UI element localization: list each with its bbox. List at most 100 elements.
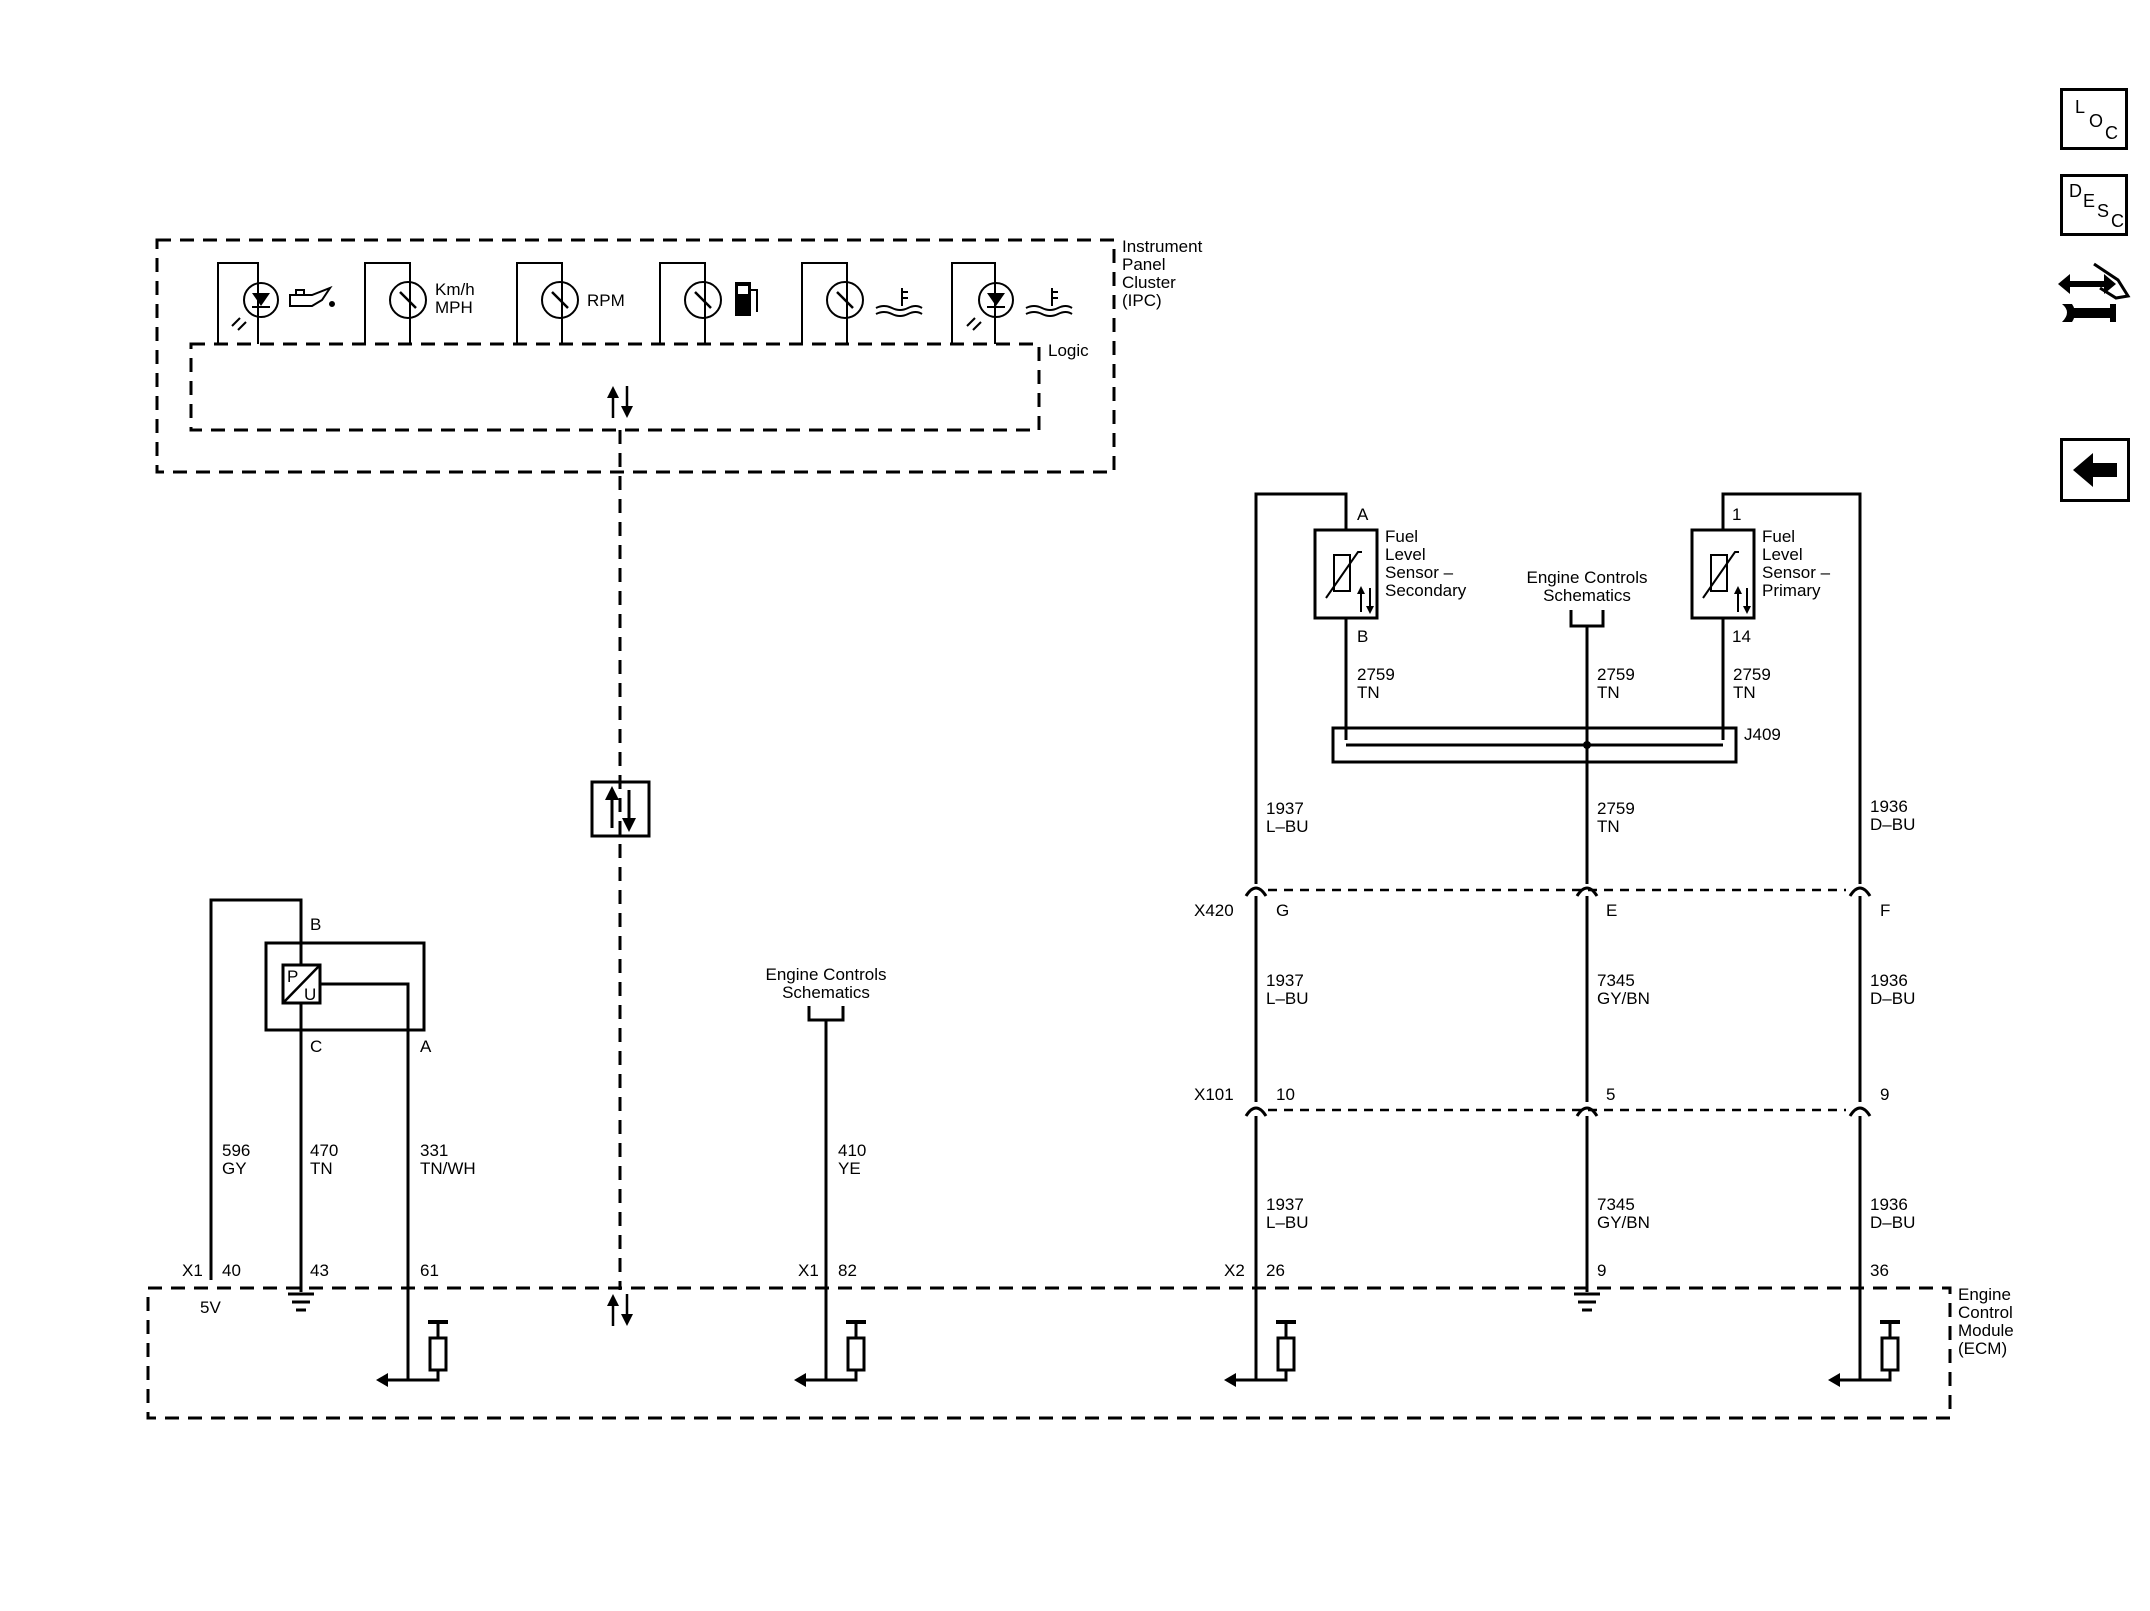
fuel-primary-label-3: Sensor – — [1762, 563, 1831, 582]
loc-letter-o: O — [2089, 111, 2104, 131]
wire-1937c-num: 1937 — [1266, 1195, 1304, 1214]
location-button[interactable]: L O C — [2060, 88, 2128, 150]
ecm-x2-connector: X2 — [1224, 1261, 1245, 1280]
x101-pin-10: 10 — [1276, 1085, 1295, 1104]
ecm-x1-connector-b: X1 — [798, 1261, 819, 1280]
fuel-sensor-primary-box — [1690, 528, 1756, 620]
x101-terminals — [1244, 1106, 1872, 1117]
wire-596-color: GY — [222, 1159, 247, 1178]
x101-name: X101 — [1194, 1085, 1234, 1104]
ground-symbol-icon — [288, 1292, 314, 1312]
speed-unit-mph: MPH — [435, 298, 473, 317]
oil-pressure-sensor-box — [264, 941, 426, 1032]
fuel-secondary-label-3: Sensor – — [1385, 563, 1454, 582]
fuel-secondary-pin-b: B — [1357, 627, 1368, 646]
engine-controls-ref2-bracket — [1569, 610, 1605, 628]
wire-410-num: 410 — [838, 1141, 866, 1160]
ecm-boundary — [146, 1286, 1952, 1420]
wire-470-color: TN — [310, 1159, 333, 1178]
oil-sensor-pin-c: C — [310, 1037, 322, 1056]
ecm-input-circuit-36 — [1828, 1320, 1900, 1387]
wire-596-num: 596 — [222, 1141, 250, 1160]
transducer-u: U — [304, 985, 316, 1004]
fuel-primary-label-1: Fuel — [1762, 527, 1795, 546]
wire-1936b-num: 1936 — [1870, 971, 1908, 990]
desc-letter-s: S — [2097, 201, 2110, 221]
ecm-label-1: Engine — [1958, 1285, 2011, 1304]
engine-controls-ref-1: Engine Controls — [766, 965, 887, 984]
back-button[interactable] — [2060, 438, 2130, 502]
wire-1937b-color: L–BU — [1266, 989, 1309, 1008]
oil-can-icon — [289, 285, 335, 307]
wire-2759d-num: 2759 — [1597, 799, 1635, 818]
fuel-secondary-label-1: Fuel — [1385, 527, 1418, 546]
fuel-primary-pin-14: 14 — [1732, 627, 1751, 646]
wire-2759d-color: TN — [1597, 817, 1620, 836]
wire-410-color: YE — [838, 1159, 861, 1178]
wire-2759b-color: TN — [1597, 683, 1620, 702]
wire-1936c-color: D–BU — [1870, 1213, 1915, 1232]
splice-pack-j409 — [1331, 726, 1738, 764]
ecm-pin-40: 40 — [222, 1261, 241, 1280]
wire-596 — [209, 898, 303, 1280]
fuel-secondary-pin-a: A — [1357, 505, 1369, 524]
x420-name: X420 — [1194, 901, 1234, 920]
ecm-pin-26: 26 — [1266, 1261, 1285, 1280]
wire-1937-top — [1254, 492, 1348, 884]
ecm-label-3: Module — [1958, 1321, 2014, 1340]
wire-470-num: 470 — [310, 1141, 338, 1160]
desc-letter-c: C — [2111, 211, 2124, 231]
ipc-serial-data-arrows-icon — [607, 386, 633, 418]
ecm-pin-43: 43 — [310, 1261, 329, 1280]
fuel-primary-label-2: Level — [1762, 545, 1803, 564]
engine-controls-ref-2: Schematics — [782, 983, 870, 1002]
splice-name: J409 — [1744, 725, 1781, 744]
x420-pin-g: G — [1276, 901, 1289, 920]
ipc-label-3: Cluster — [1122, 273, 1176, 292]
ipc-label-2: Panel — [1122, 255, 1165, 274]
ecm-label-4: (ECM) — [1958, 1339, 2007, 1358]
serial-data-block-icon — [590, 780, 651, 838]
wire-1936b-color: D–BU — [1870, 989, 1915, 1008]
rpm-label: RPM — [587, 291, 625, 310]
wire-331-color: TN/WH — [420, 1159, 476, 1178]
coolant-temp-gauge-icon — [826, 281, 864, 319]
ecm-pin-36: 36 — [1870, 1261, 1889, 1280]
fuel-primary-label-4: Primary — [1762, 581, 1821, 600]
wire-7345a-color: GY/BN — [1597, 989, 1650, 1008]
wiring-schematic: Instrument Panel Cluster (IPC) Logic Km/… — [146, 237, 2014, 1420]
oil-pressure-lamp-icon — [231, 282, 279, 331]
ecm-x1-connector-a: X1 — [182, 1261, 203, 1280]
fuel-sensor-primary-symbol-icon — [1702, 551, 1751, 614]
ecm-pin-82: 82 — [838, 1261, 857, 1280]
transducer-p: P — [287, 967, 298, 986]
gauge-brackets — [217, 262, 996, 344]
engine-controls-ref2-2: Schematics — [1543, 586, 1631, 605]
wire-1936c-num: 1936 — [1870, 1195, 1908, 1214]
ecm-input-circuit-82 — [794, 1320, 866, 1387]
x420-pin-f: F — [1880, 901, 1890, 920]
fuel-sensor-secondary-symbol-icon — [1325, 551, 1374, 614]
x420-terminals — [1244, 886, 1872, 897]
x420-pin-e: E — [1606, 901, 1617, 920]
description-button[interactable]: D E S C — [2060, 174, 2128, 236]
fuel-primary-pin-1: 1 — [1732, 505, 1741, 524]
desc-letter-d: D — [2069, 181, 2082, 201]
wire-1937b-num: 1937 — [1266, 971, 1304, 990]
wire-7345a-num: 7345 — [1597, 971, 1635, 990]
connector-wrench-icon[interactable] — [2058, 258, 2134, 336]
speedometer-gauge-icon — [389, 281, 427, 319]
wire-1936a-num: 1936 — [1870, 797, 1908, 816]
ecm-pin-9: 9 — [1597, 1261, 1606, 1280]
tachometer-gauge-icon — [541, 281, 579, 319]
splice-node — [1583, 741, 1591, 749]
x101-pin-5: 5 — [1606, 1085, 1615, 1104]
wire-1936a-color: D–BU — [1870, 815, 1915, 834]
ipc-label-1: Instrument — [1122, 237, 1203, 256]
ground-symbol-2-icon — [1574, 1292, 1600, 1312]
x101-pin-9: 9 — [1880, 1085, 1889, 1104]
wire-1937c-color: L–BU — [1266, 1213, 1309, 1232]
wire-1937a-color: L–BU — [1266, 817, 1309, 836]
wire-331 — [320, 982, 410, 1380]
wire-2759c-color: TN — [1733, 683, 1756, 702]
